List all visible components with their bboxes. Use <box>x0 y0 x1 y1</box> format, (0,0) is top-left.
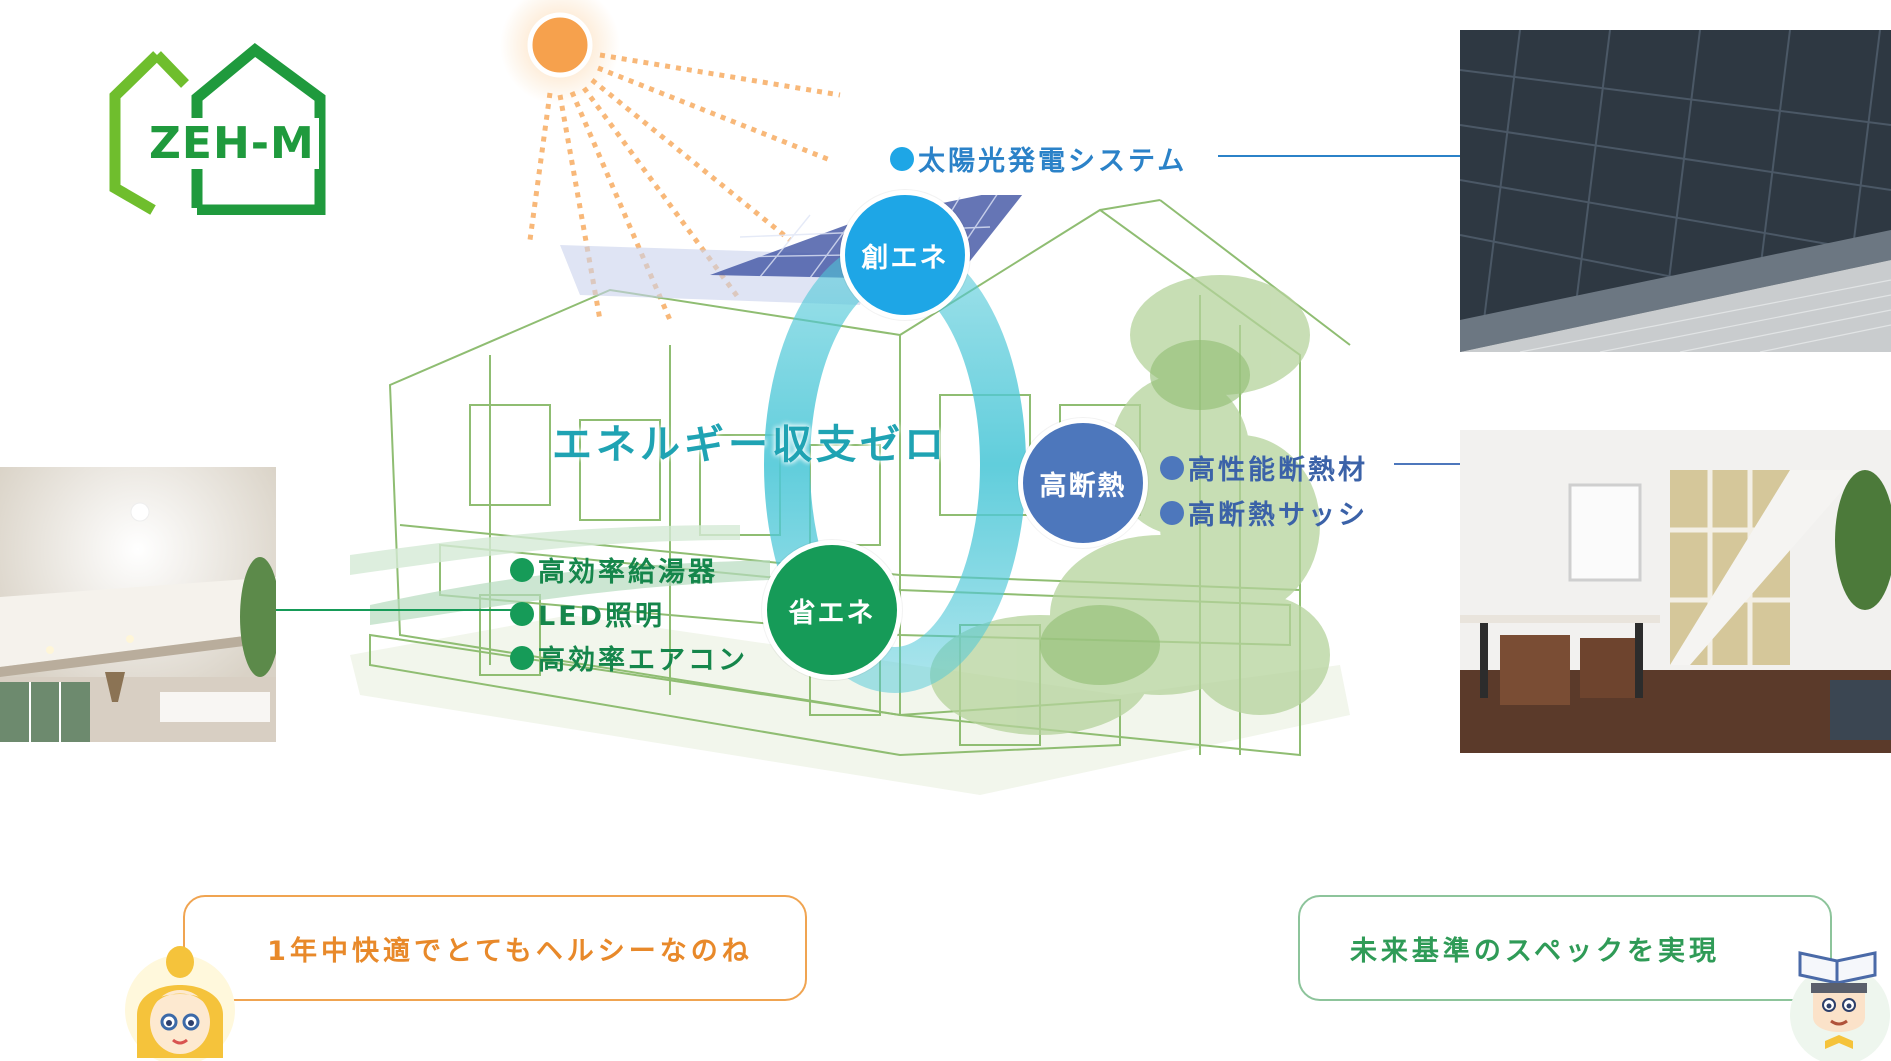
professor-mascot-icon <box>1790 951 1890 1061</box>
bullet-dot-icon <box>510 557 534 582</box>
left-speech-bubble: 1年中快適でとてもヘルシーなのね <box>183 895 807 1001</box>
bullet-dot-icon <box>1160 500 1184 525</box>
feature-solar: 太陽光発電システム <box>890 139 1187 178</box>
girl-mascot-icon <box>125 946 235 1061</box>
feature-insulation-sash: 高断熱サッシ <box>1160 493 1368 532</box>
feature-led-label: LED照明 <box>538 601 666 632</box>
right-speech-text: 未来基準のスペックを実現 <box>1349 935 1721 967</box>
zeh-m-logo: ZEH-M <box>105 40 335 216</box>
feature-insulation-sash-label: 高断熱サッシ <box>1188 500 1368 531</box>
feature-led: LED照明 <box>510 594 665 633</box>
solar-roof-photo <box>1460 30 1891 352</box>
feature-solar-label: 太陽光発電システム <box>918 146 1188 177</box>
solar-connector-line <box>1218 155 1460 157</box>
high-insulation-circle: 高断熱 <box>1018 418 1148 548</box>
insulation-connector-line <box>1394 463 1460 465</box>
save-connector-line <box>275 609 515 611</box>
sun-rays-illustration <box>500 0 841 321</box>
feature-aircon-label: 高効率エアコン <box>538 645 748 676</box>
feature-water-heater-label: 高効率給湯器 <box>538 557 718 588</box>
right-speech-bubble: 未来基準のスペックを実現 <box>1298 895 1832 1001</box>
feature-insulation-material-label: 高性能断熱材 <box>1188 455 1368 486</box>
bullet-dot-icon <box>510 601 534 626</box>
house-logo-icon <box>109 43 326 216</box>
insulation-interior-photo <box>1460 430 1891 753</box>
left-speech-text: 1年中快適でとてもヘルシーなのね <box>267 935 753 967</box>
feature-water-heater: 高効率給湯器 <box>510 550 718 589</box>
bullet-dot-icon <box>510 645 534 670</box>
bullet-dot-icon <box>890 146 914 171</box>
led-lighting-room-photo <box>0 467 276 742</box>
create-energy-circle: 創エネ <box>840 190 970 320</box>
bullet-dot-icon <box>1160 455 1184 480</box>
energy-balance-zero-title: エネルギー収支ゼロ <box>552 422 948 468</box>
logo-text: ZEH-M <box>145 118 319 169</box>
feature-insulation-material: 高性能断熱材 <box>1160 448 1368 487</box>
energy-saving-circle: 省エネ <box>762 540 902 680</box>
sun-icon <box>527 12 593 78</box>
feature-aircon: 高効率エアコン <box>510 638 748 677</box>
